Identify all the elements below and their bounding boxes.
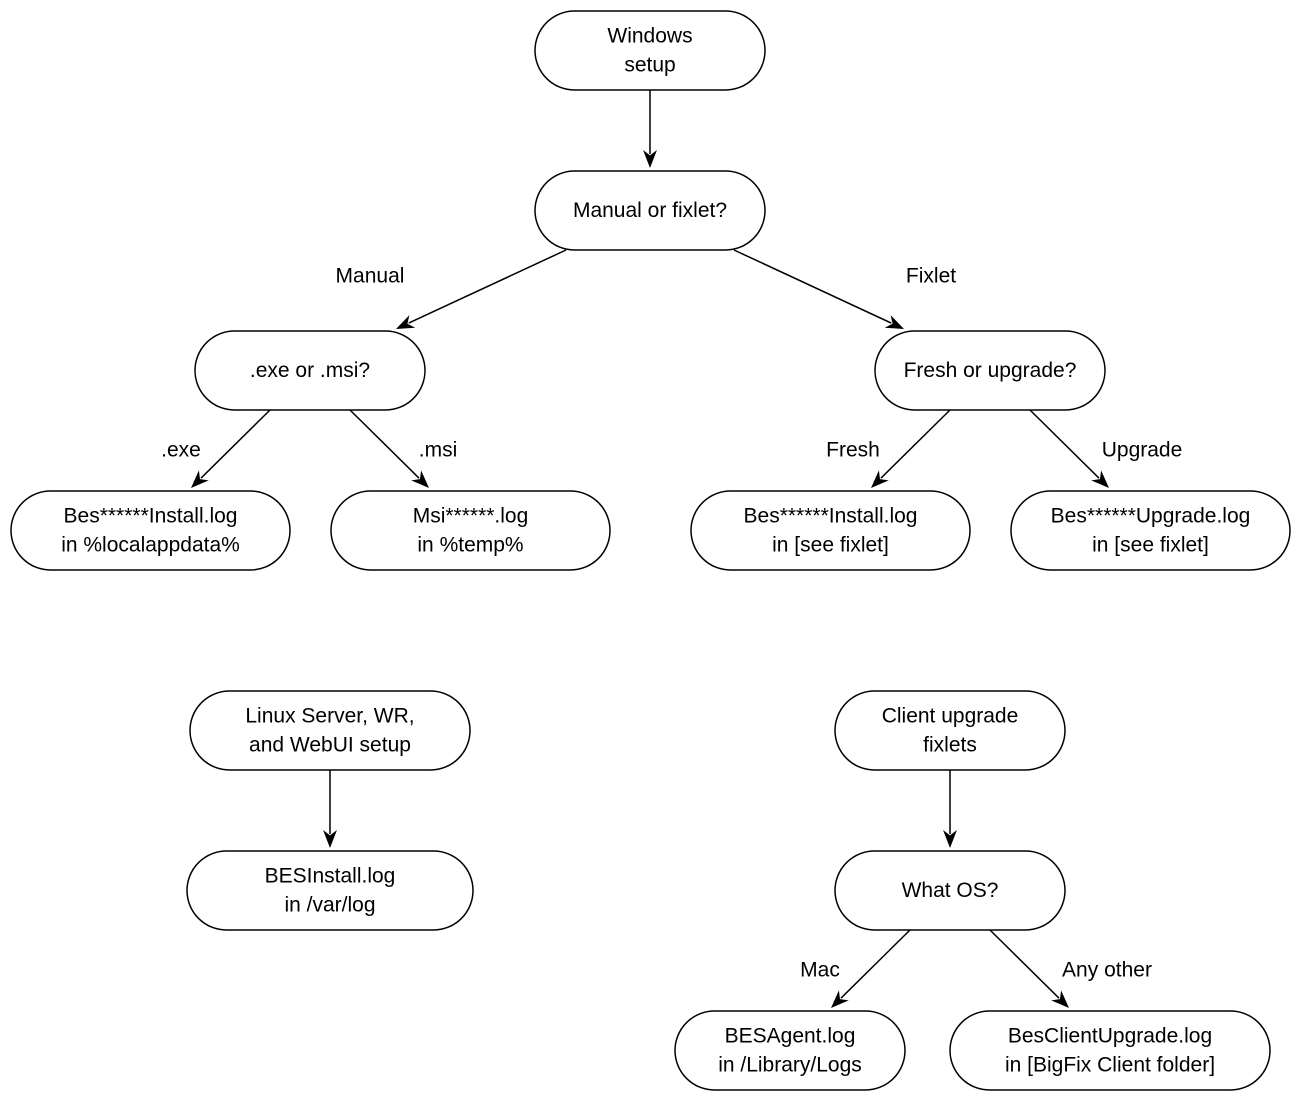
node-label: in [see fixlet] — [772, 534, 889, 557]
edge-what_os-to-besclientupgrade_log: Any other — [989, 929, 1152, 1008]
edge-manual_or_fixlet-to-fresh_or_upgrade: Fixlet — [733, 249, 956, 329]
edge-line — [1029, 409, 1100, 479]
edge-label: Manual — [336, 265, 405, 288]
arrowhead — [1091, 470, 1109, 488]
node-label: Bes******Install.log — [744, 505, 918, 528]
node-box — [874, 330, 1106, 411]
node-label: in [see fixlet] — [1092, 534, 1209, 557]
node-linux_setup: Linux Server, WR, and WebUI setup — [189, 690, 471, 771]
node-label: Bes******Install.log — [64, 505, 238, 528]
node-label: BESInstall.log — [265, 865, 396, 888]
edge-linux_setup-to-bes_install_varlog — [323, 770, 337, 848]
node-label: in /Library/Logs — [718, 1054, 862, 1077]
node-label: BESAgent.log — [725, 1025, 856, 1048]
arrowhead — [323, 830, 337, 848]
node-box — [330, 490, 611, 571]
node-box — [534, 170, 766, 251]
node-box — [674, 1010, 906, 1091]
edge-label: Upgrade — [1102, 439, 1183, 462]
node-client_upgrade_fixlets: Client upgrade fixlets — [834, 690, 1066, 771]
node-label: and WebUI setup — [249, 734, 411, 757]
node-label: Fresh or upgrade? — [904, 359, 1077, 382]
node-label: setup — [624, 54, 675, 77]
node-box — [189, 690, 471, 771]
node-label: in %temp% — [417, 534, 523, 557]
node-box — [1010, 490, 1291, 571]
node-fresh_or_upgrade: Fresh or upgrade? — [874, 330, 1106, 411]
arrowhead — [643, 150, 657, 168]
node-label: Linux Server, WR, — [245, 705, 414, 728]
edge-label: Mac — [800, 959, 840, 982]
node-box — [186, 850, 474, 931]
edge-fresh_or_upgrade-to-bes_install_fixlet: Fresh — [826, 409, 951, 488]
arrowhead — [396, 315, 416, 329]
edge-line — [408, 249, 567, 324]
node-box — [10, 490, 291, 571]
node-label: Windows — [607, 25, 692, 48]
node-manual_or_fixlet: Manual or fixlet? — [534, 170, 766, 251]
node-label: Bes******Upgrade.log — [1051, 505, 1251, 528]
node-label: What OS? — [902, 879, 999, 902]
edge-label: .msi — [419, 439, 458, 462]
node-what_os: What OS? — [834, 850, 1066, 931]
node-besagent_log: BESAgent.log in /Library/Logs — [674, 1010, 906, 1091]
node-box — [949, 1010, 1271, 1091]
arrowhead — [884, 315, 904, 329]
node-label: Manual or fixlet? — [573, 199, 727, 222]
edge-label: Any other — [1062, 959, 1152, 982]
node-bes_upgrade_fixlet: Bes******Upgrade.log in [see fixlet] — [1010, 490, 1291, 571]
arrowhead — [411, 470, 429, 488]
node-bes_install_fixlet: Bes******Install.log in [see fixlet] — [690, 490, 971, 571]
arrowhead — [871, 470, 889, 488]
arrowhead — [831, 990, 849, 1008]
node-msi_log_temp: Msi******.log in %temp% — [330, 490, 611, 571]
edge-line — [989, 929, 1060, 999]
edge-client_upgrade_fixlets-to-what_os — [943, 770, 957, 848]
node-windows_setup: Windows setup — [534, 10, 766, 91]
arrowhead — [943, 830, 957, 848]
edge-label: .exe — [161, 439, 201, 462]
edge-windows_setup-to-manual_or_fixlet — [643, 90, 657, 168]
node-label: fixlets — [923, 734, 977, 757]
edge-label: Fixlet — [906, 265, 956, 288]
edge-line — [200, 409, 271, 479]
node-label: .exe or .msi? — [250, 359, 370, 382]
node-label: Msi******.log — [413, 505, 529, 528]
arrowhead — [191, 470, 209, 488]
edge-line — [880, 409, 951, 479]
edge-manual_or_fixlet-to-exe_or_msi: Manual — [336, 249, 567, 329]
edge-label: Fresh — [826, 439, 880, 462]
node-box — [690, 490, 971, 571]
edge-line — [840, 929, 911, 999]
node-box — [834, 690, 1066, 771]
node-label: in %localappdata% — [61, 534, 240, 557]
node-bes_install_localappdata: Bes******Install.log in %localappdata% — [10, 490, 291, 571]
node-label: Client upgrade — [882, 705, 1019, 728]
edge-line — [349, 409, 420, 479]
edge-exe_or_msi-to-msi_log_temp: .msi — [349, 409, 458, 488]
node-label: in /var/log — [284, 894, 375, 917]
node-box — [834, 850, 1066, 931]
edge-exe_or_msi-to-bes_install_localappdata: .exe — [161, 409, 271, 488]
node-box — [194, 330, 426, 411]
edge-fresh_or_upgrade-to-bes_upgrade_fixlet: Upgrade — [1029, 409, 1183, 488]
edge-what_os-to-besagent_log: Mac — [800, 929, 911, 1008]
node-box — [534, 10, 766, 91]
arrowhead — [1051, 990, 1069, 1008]
node-besclientupgrade_log: BesClientUpgrade.log in [BigFix Client fo… — [949, 1010, 1271, 1091]
node-label: in [BigFix Client folder] — [1005, 1054, 1215, 1077]
edge-line — [733, 249, 892, 324]
node-exe_or_msi: .exe or .msi? — [194, 330, 426, 411]
node-label: BesClientUpgrade.log — [1008, 1025, 1212, 1048]
node-bes_install_varlog: BESInstall.log in /var/log — [186, 850, 474, 931]
